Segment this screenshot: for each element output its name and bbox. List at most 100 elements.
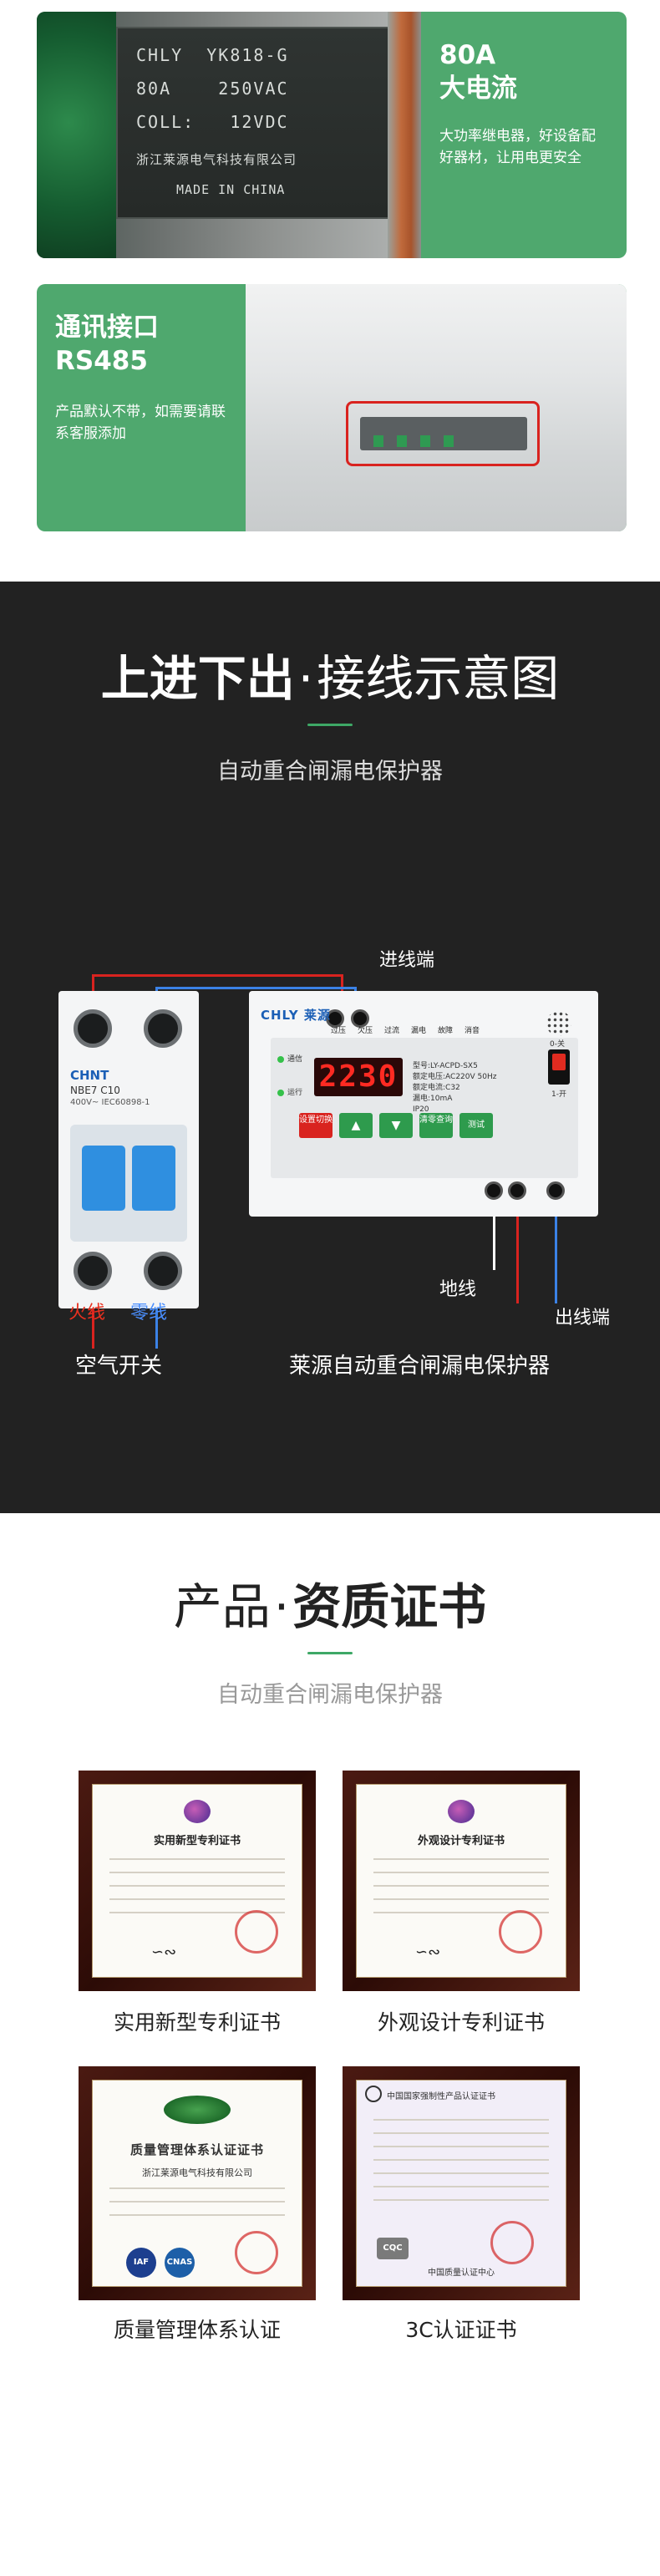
caption-protector: 莱源自动重合闸漏电保护器 [289, 1354, 551, 1379]
cert-frame-design-patent: 外观设计专利证书 ∽∾ [343, 1771, 580, 1991]
wiring-section: 上进下出·接线示意图 自动重合闸漏电保护器 CHNT NBE7 C10 400V… [0, 582, 660, 1513]
text-line [109, 2187, 285, 2189]
speaker-grille [546, 1011, 571, 1036]
port-pin [420, 435, 430, 447]
text-line [373, 1912, 549, 1913]
down-key[interactable]: ▼ [379, 1113, 413, 1138]
indicator-labels: 过压 欠压 过流 漏电 故障 消音 [327, 1024, 483, 1035]
feature-title-line2: 大电流 [439, 74, 517, 104]
text-line [109, 2214, 285, 2216]
text-line [109, 1885, 285, 1887]
cert-paper: 实用新型专利证书 ∽∾ [92, 1784, 302, 1978]
rs485-port-highlight [346, 401, 540, 466]
signature-mark: ∽∾ [415, 1943, 441, 1961]
indicator-undervoltage: 欠压 [357, 1027, 373, 1035]
caption-air-breaker: 空气开关 [75, 1354, 163, 1379]
cqcc-logo-icon [164, 2096, 231, 2124]
feature-title-line1: 80A [439, 40, 496, 70]
text-line [373, 2119, 549, 2121]
relay-print-line3: COLL: 12VDC [136, 112, 289, 132]
text-line [373, 2186, 549, 2187]
cert-paper-title: 外观设计专利证书 [417, 1835, 505, 1847]
text-line [109, 1872, 285, 1873]
text-line [109, 1898, 285, 1900]
label-input: 进线端 [379, 950, 435, 971]
breaker-spec: 400V~ IEC60898-1 [70, 1098, 150, 1107]
text-line [373, 2172, 549, 2174]
label-output: 出线端 [555, 1308, 611, 1329]
relay-component: CHLY YK818-G 80A 250VAC COLL: 12VDC 浙江莱源… [116, 27, 392, 219]
breaker-lever [132, 1146, 175, 1211]
text-line [109, 1912, 285, 1913]
official-seal-icon [499, 1910, 542, 1954]
breaker-terminal [144, 1009, 182, 1048]
breaker-terminal [74, 1009, 112, 1048]
cert-title-dot: · [273, 1578, 290, 1635]
text-line [373, 1858, 549, 1860]
feature-title-line2: RS485 [55, 346, 148, 376]
label-live-wire: 火线 [69, 1303, 106, 1324]
patent-emblem-icon [184, 1800, 211, 1823]
cert-paper: 外观设计专利证书 ∽∾ [356, 1784, 566, 1978]
leakage-protector: CHLY 莱源 过压 欠压 过流 漏电 故障 消音 通信 运行 2230 型号:… [249, 991, 598, 1217]
test-key[interactable]: 测试 [459, 1113, 493, 1138]
neutral-wire-horizontal [155, 987, 356, 989]
rs485-port [360, 417, 527, 450]
breaker-lever [82, 1146, 125, 1211]
relay-photo: CHLY YK818-G 80A 250VAC COLL: 12VDC 浙江莱源… [37, 12, 421, 258]
spec-line: 额定电压:AC220V 50Hz [413, 1073, 497, 1081]
breaker-brand: CHNT [70, 1068, 109, 1083]
cert-paper-title: 实用新型专利证书 [153, 1835, 241, 1847]
relay-print-line4: 浙江莱源电气科技有限公司 [136, 152, 297, 167]
cert-paper: 质量管理体系认证证书 浙江莱源电气科技有限公司 IAF CNAS [92, 2080, 302, 2287]
cert-issuer: 中国质量认证中心 [428, 2269, 495, 2278]
feature-card-relay: CHLY YK818-G 80A 250VAC COLL: 12VDC 浙江莱源… [37, 12, 627, 258]
ground-terminal-screw [485, 1181, 503, 1200]
iaf-badge-icon: IAF [126, 2248, 156, 2278]
official-seal-icon [235, 2231, 278, 2274]
breaker-spec1: 400V~ [70, 1098, 99, 1107]
indicator-overvoltage: 过压 [330, 1027, 346, 1035]
breaker-model-text: NBE7 [70, 1085, 98, 1096]
feature-text-relay: 80A 大电流 大功率继电器，好设备配好器材，让用电更安全 [421, 12, 627, 258]
text-line [373, 1898, 549, 1900]
text-line [109, 2201, 285, 2203]
text-line [373, 2132, 549, 2134]
relay-print-line1: CHLY YK818-G [136, 45, 289, 65]
certificate-section: 产品·资质证书 自动重合闸漏电保护器 实用新型专利证书 ∽∾ 实用新型专利证书 [0, 1513, 660, 2576]
text-line [373, 1885, 549, 1887]
text-line [373, 2159, 549, 2161]
cert-frame-quality-system: 质量管理体系认证证书 浙江莱源电气科技有限公司 IAF CNAS [79, 2066, 316, 2300]
cert-paper-title: 质量管理体系认证证书 [129, 2142, 264, 2157]
port-pin [397, 435, 407, 447]
input-terminal-screw [326, 1009, 344, 1028]
ccc-logo-icon [365, 2086, 382, 2102]
up-key[interactable]: ▲ [339, 1113, 373, 1138]
text-line [373, 1872, 549, 1873]
label-ground: 地线 [439, 1279, 477, 1300]
breaker-rating: C10 [100, 1085, 120, 1096]
cert-title-light: 产品 [173, 1578, 271, 1635]
feature-description: 产品默认不带，如需要请联系客服添加 [55, 404, 226, 442]
feature-text-rs485: 通讯接口 RS485 产品默认不带，如需要请联系客服添加 [37, 284, 246, 531]
set-switch-key[interactable]: 设置切换 [299, 1113, 333, 1138]
port-pin [373, 435, 383, 447]
cert-company: 浙江莱源电气科技有限公司 [142, 2167, 252, 2178]
relay-print-line5: MADE IN CHINA [176, 182, 286, 197]
clear-query-key[interactable]: 清零查询 [419, 1113, 453, 1138]
ground-wire [493, 1203, 495, 1270]
spec-line: 额定电流:C32 [413, 1084, 460, 1092]
text-line [373, 2199, 549, 2201]
indicator-fault: 故障 [437, 1027, 453, 1035]
cert-paper-title: 中国国家强制性产品认证证书 [387, 2092, 495, 2101]
neutral-wire-bottom [155, 1298, 158, 1349]
feature-description: 大功率继电器，好设备配好器材，让用电更安全 [439, 128, 596, 166]
cert-subtitle: 自动重合闸漏电保护器 [217, 1682, 443, 1708]
feature-card-rs485: 通讯接口 RS485 产品默认不带，如需要请联系客服添加 [37, 284, 627, 531]
spec-line: 型号:LY-ACPD-SX5 [413, 1062, 478, 1070]
power-switch[interactable] [548, 1049, 570, 1085]
title-accent-line [307, 1652, 353, 1654]
output-terminal-screw [546, 1181, 565, 1200]
cert-title: 产品·资质证书 [0, 1577, 660, 1637]
patent-emblem-icon [448, 1800, 475, 1823]
